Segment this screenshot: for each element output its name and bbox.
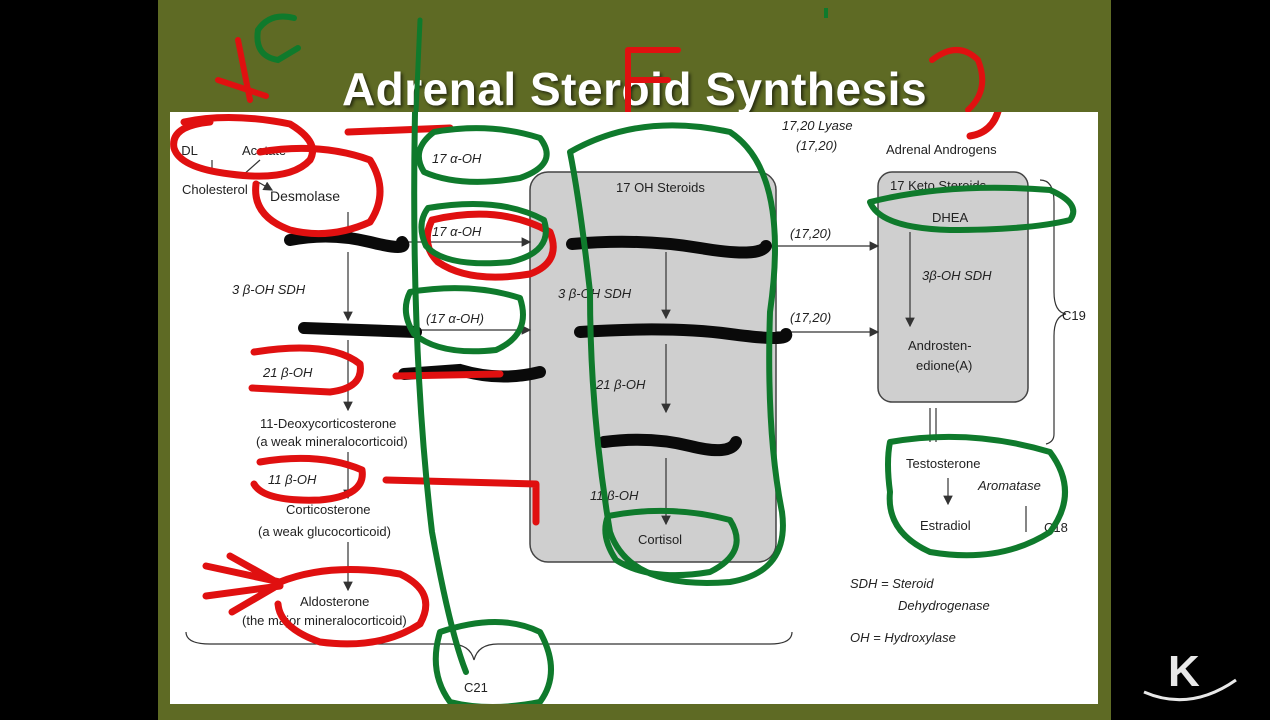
17-oh-steroids-title: 17 OH Steroids (616, 180, 705, 195)
cholesterol-label: Cholesterol (182, 182, 248, 197)
red-circle-11b (250, 454, 366, 504)
logo-letter: K (1168, 647, 1200, 696)
androstenedione-line2: edione(A) (916, 358, 972, 373)
red-arrow-aldosterone (202, 552, 284, 616)
red-line-21b (392, 370, 504, 380)
arrow-chol-desmolase (257, 181, 274, 191)
red-mark-top-right (929, 47, 986, 112)
enzyme-21b-left: 21 β-OH (262, 365, 313, 380)
red-mark-lyase (966, 112, 1002, 140)
redaction-mark (566, 235, 772, 259)
red-letter-mark (625, 47, 681, 112)
red-circle-desmolase (252, 144, 384, 238)
lyase-label: 17,20 Lyase (782, 118, 853, 133)
enzyme-21b-middle: 21 β-OH (595, 377, 646, 392)
legend-oh: OH = Hydroxylase (850, 630, 956, 645)
red-mark-top-left (215, 37, 269, 103)
desmolase-label: Desmolase (270, 188, 340, 204)
green-letter-mark (254, 13, 301, 64)
logo-swoosh (1143, 678, 1237, 702)
enzyme-11b-middle: 11 β-OH (590, 488, 639, 503)
header-annotations (215, 8, 986, 112)
slide-title: Adrenal Steroid Synthesis (341, 63, 928, 115)
brace-c21 (185, 631, 793, 661)
adrenal-androgens-header: Adrenal Androgens (886, 142, 997, 157)
red-annotations (170, 112, 1002, 648)
dhea-label: DHEA (932, 210, 968, 225)
green-circle-c21 (432, 619, 554, 704)
green-line-top (413, 17, 423, 112)
enzyme-3b-left: 3 β-OH SDH (232, 282, 306, 297)
cortisol-label: Cortisol (638, 532, 682, 547)
17-oh-steroids-box (529, 171, 777, 563)
aldosterone-label: Aldosterone (300, 594, 369, 609)
c19-label: C19 (1062, 308, 1086, 323)
lyase-arrow-1: (17,20) (790, 226, 831, 241)
corticosterone-note: (a weak glucocorticoid) (258, 524, 391, 539)
hydroxylase-1: 17 α-OH (432, 151, 482, 166)
green-oval-17-oh-column (567, 122, 786, 586)
steroid-pathway-diagram: LDL Acetate Cholesterol Desmolase 3 β-OH… (170, 112, 1086, 704)
androstenedione-line1: Androsten- (908, 338, 972, 353)
green-circle-keto (867, 184, 1077, 233)
enzyme-11b-left: 11 β-OH (268, 472, 317, 487)
red-line-top (344, 124, 454, 136)
lyase-sub: (17,20) (796, 138, 837, 153)
testosterone-label: Testosterone (906, 456, 980, 471)
red-circle-ldl (170, 113, 316, 180)
diagram-panel: LDL Acetate Cholesterol Desmolase 3 β-OH… (170, 112, 1098, 704)
red-circle-17aoh (423, 210, 557, 281)
deoxycorticosterone-note: (a weak mineralocorticoid) (256, 434, 408, 449)
redaction-mark (284, 230, 410, 253)
red-line-11b (382, 476, 540, 526)
green-circle-17aoh-2 (418, 201, 549, 267)
green-circle-17aoh-1 (415, 125, 550, 185)
redaction-mark (598, 433, 742, 457)
legend-sdh-1: SDH = Steroid (850, 576, 934, 591)
deoxycorticosterone-label: 11-Deoxycorticosterone (260, 416, 396, 431)
legend-sdh-2: Dehydrogenase (898, 598, 990, 613)
corticosterone-label: Corticosterone (286, 502, 371, 517)
enzyme-3b-middle: 3 β-OH SDH (558, 286, 632, 301)
redaction-mark (298, 322, 422, 338)
lyase-arrow-2: (17,20) (790, 310, 831, 325)
green-circle-17aoh-3 (402, 285, 526, 355)
estradiol-label: Estradiol (920, 518, 971, 533)
green-annotations (402, 112, 1077, 704)
hydroxylase-2: 17 α-OH (432, 224, 482, 239)
green-circle-testosterone (885, 433, 1068, 559)
red-circle-aldosterone (274, 566, 430, 648)
hydroxylase-3: (17 α-OH) (426, 311, 484, 326)
aromatase-label: Aromatase (977, 478, 1041, 493)
k-logo: K (1140, 640, 1240, 710)
green-circle-cortisol (602, 507, 740, 579)
aldosterone-note: (the major mineralocorticoid) (242, 613, 407, 628)
enzyme-3b-right: 3β-OH SDH (922, 268, 992, 283)
slide: Adrenal Steroid Synthesis LDL Acetate Ch… (158, 0, 1111, 720)
redaction-mark (574, 323, 793, 344)
c21-label: C21 (464, 680, 488, 695)
red-circle-21b (248, 344, 364, 396)
